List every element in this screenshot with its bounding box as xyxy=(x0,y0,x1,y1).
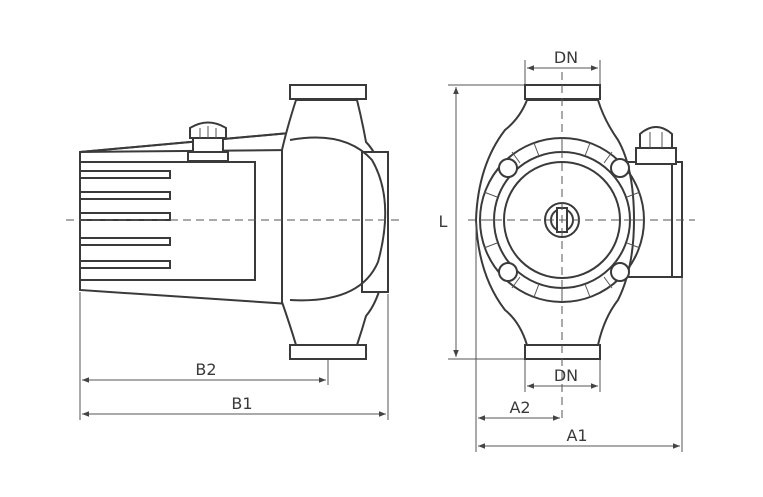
top-flange xyxy=(289,84,367,100)
cable-gland xyxy=(187,121,229,162)
front-view xyxy=(468,72,695,418)
bottom-flange xyxy=(289,344,367,360)
side-dimensions: B2 B1 xyxy=(79,292,389,420)
b2-label: B2 xyxy=(195,360,216,379)
front-dimensions: DN DN L A2 A1 xyxy=(439,48,683,452)
cooling-fins xyxy=(79,170,171,269)
dn-top-label: DN xyxy=(554,48,578,67)
b1-label: B1 xyxy=(231,394,252,413)
a1-label: A1 xyxy=(566,426,587,445)
flange-bolts xyxy=(498,158,630,282)
l-label: L xyxy=(439,212,448,231)
side-view xyxy=(66,84,400,360)
dn-bottom-label: DN xyxy=(554,366,578,385)
a2-label: A2 xyxy=(509,398,530,417)
